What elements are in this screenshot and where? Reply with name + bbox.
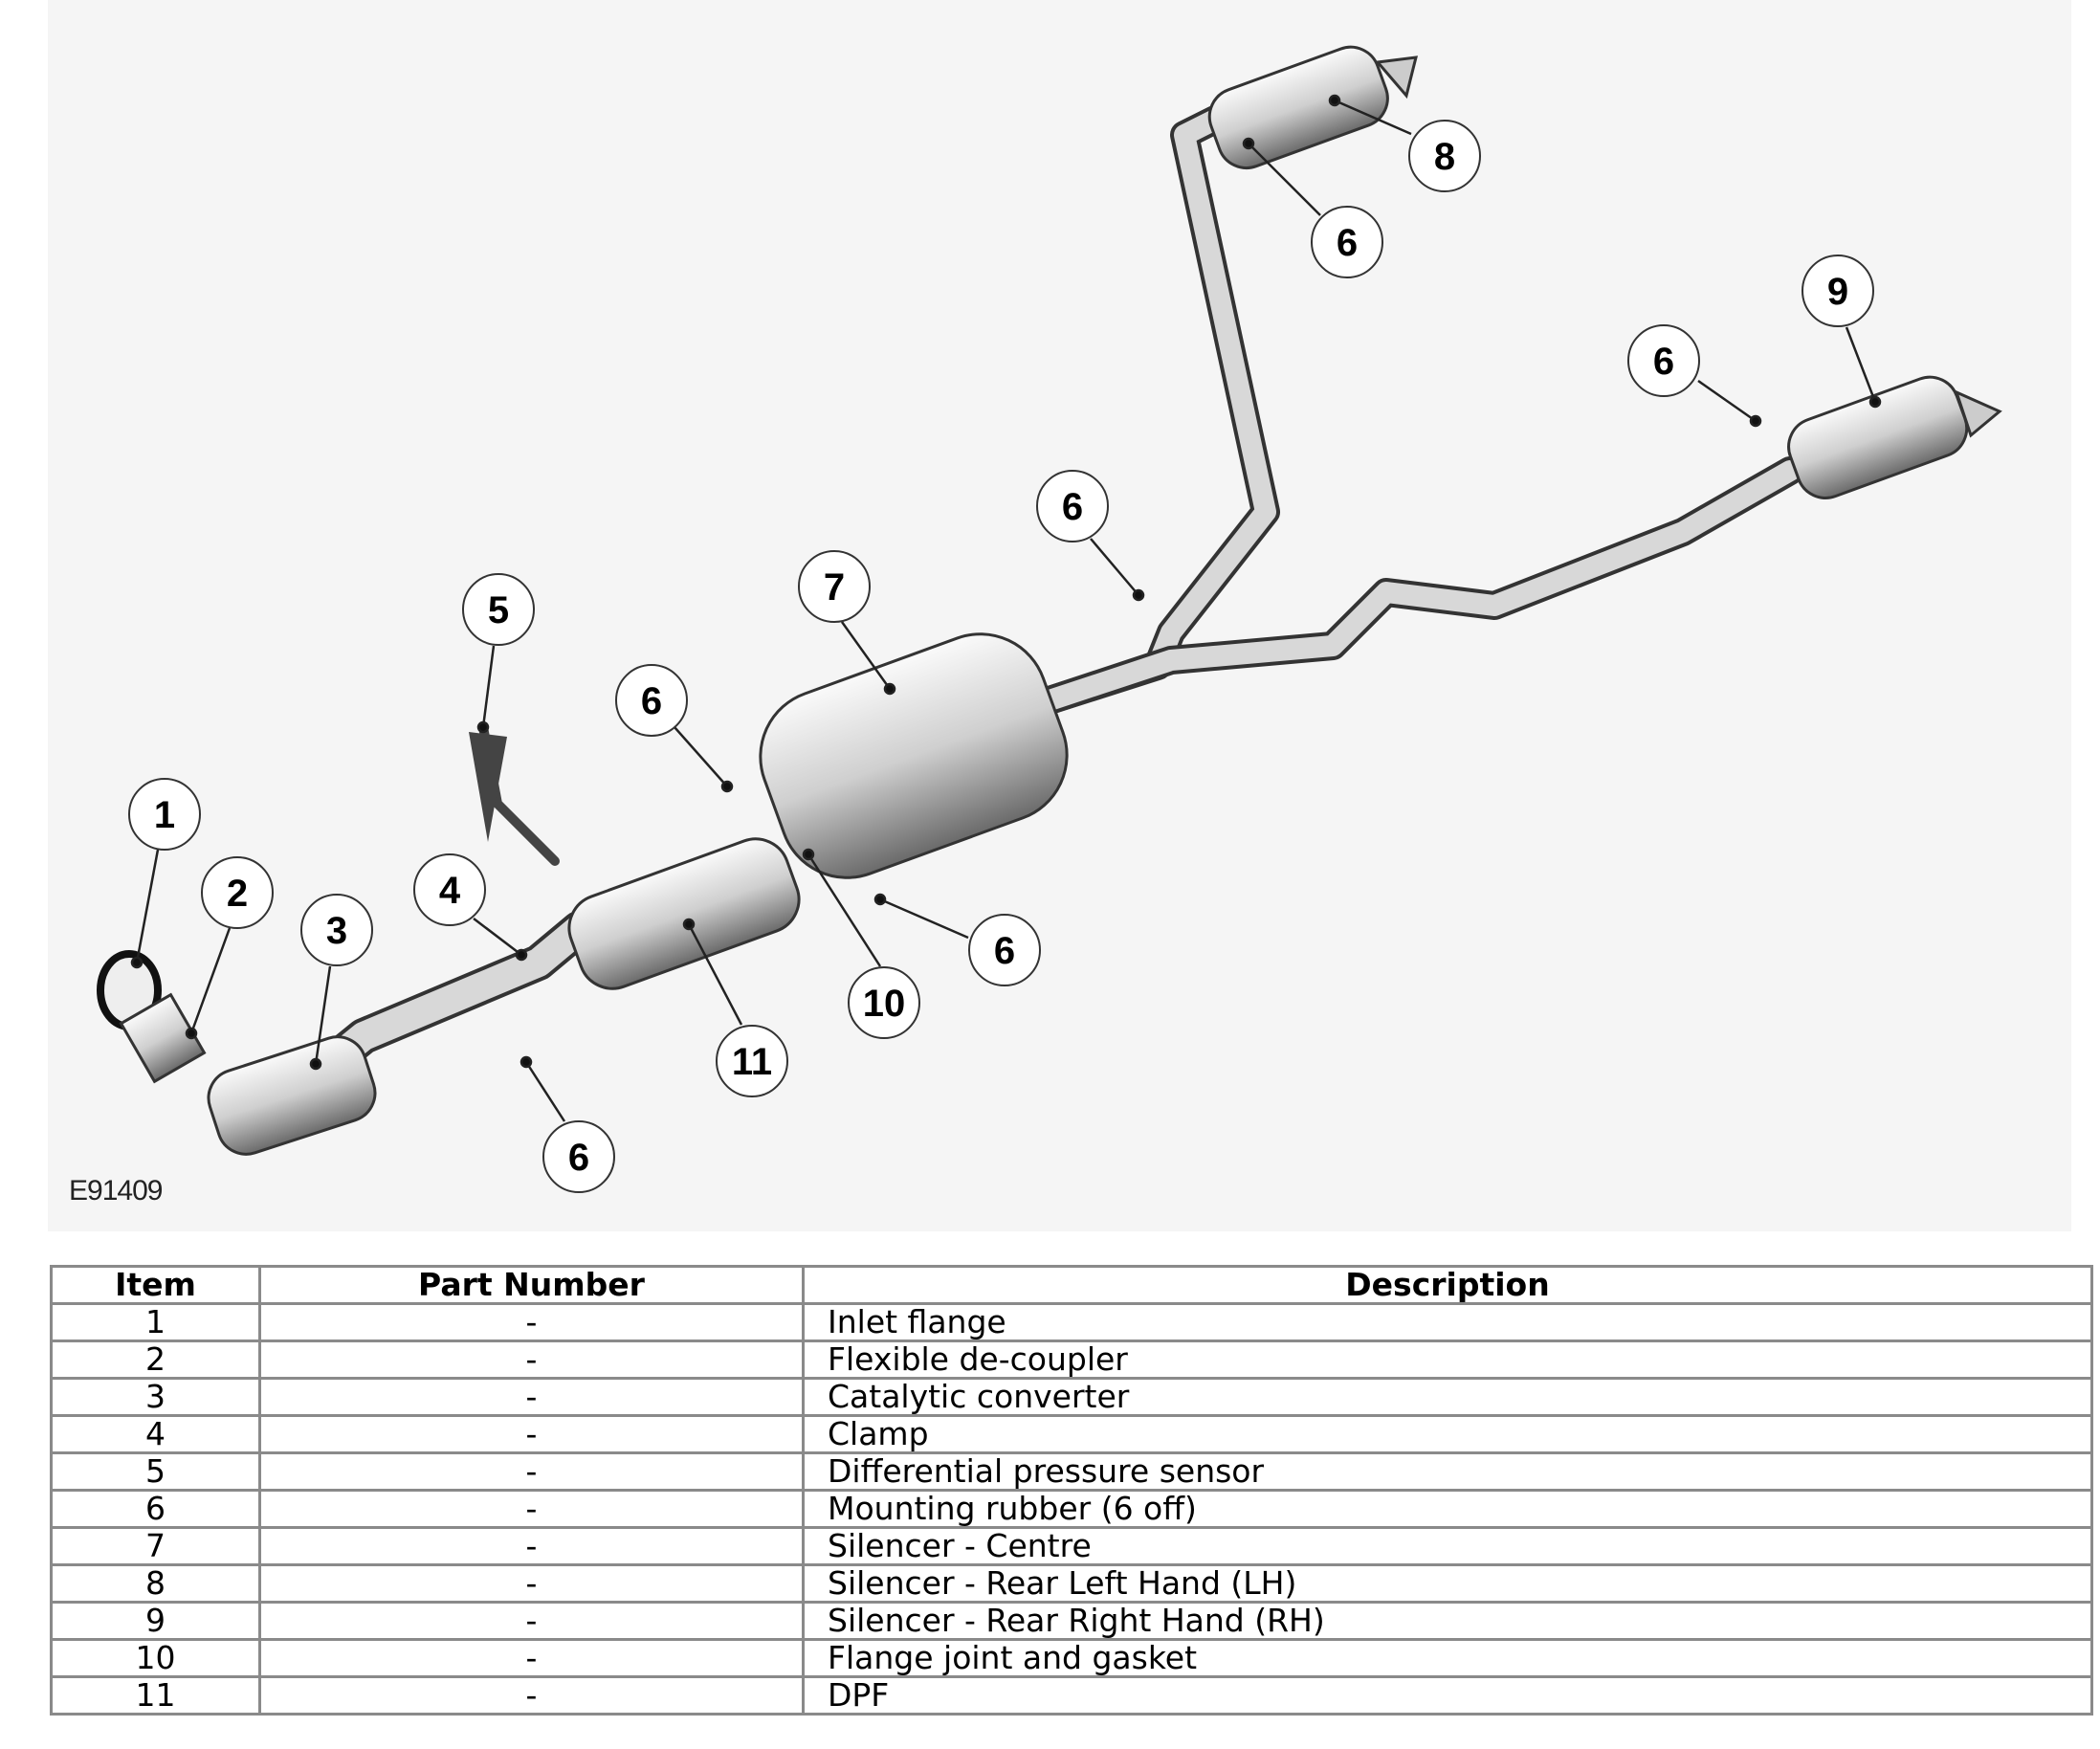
part-number-cell: - (258, 1377, 805, 1417)
callout-10: 10 (848, 966, 920, 1039)
description-cell: Clamp (802, 1414, 2093, 1454)
table-row: 6-Mounting rubber (6 off) (50, 1489, 2093, 1529)
callout-7: 7 (798, 550, 871, 623)
table-row: 2-Flexible de-coupler (50, 1339, 2093, 1380)
svg-text:10: 10 (863, 983, 906, 1025)
svg-text:3: 3 (326, 910, 347, 952)
svg-text:6: 6 (1653, 341, 1674, 383)
item-cell: 10 (50, 1638, 261, 1678)
callout-6: 6 (1311, 206, 1383, 278)
callout-6: 6 (542, 1120, 615, 1193)
callout-6: 6 (615, 664, 688, 737)
table-row: 8-Silencer - Rear Left Hand (LH) (50, 1563, 2093, 1604)
table-row: 9-Silencer - Rear Right Hand (RH) (50, 1601, 2093, 1641)
description-cell: Flexible de-coupler (802, 1339, 2093, 1380)
part-number-cell: - (258, 1489, 805, 1529)
svg-text:6: 6 (1337, 222, 1358, 264)
figure-id: E91409 (69, 1175, 163, 1207)
callout-6: 6 (1627, 324, 1700, 397)
part-number-cell: - (258, 1601, 805, 1641)
description-cell: Inlet flange (802, 1302, 2093, 1342)
description-cell: Mounting rubber (6 off) (802, 1489, 2093, 1529)
description-cell: Catalytic converter (802, 1377, 2093, 1417)
table-row: 3-Catalytic converter (50, 1377, 2093, 1417)
part-number-cell: - (258, 1414, 805, 1454)
svg-text:6: 6 (1062, 486, 1083, 528)
part-number-cell: - (258, 1451, 805, 1492)
item-cell: 7 (50, 1526, 261, 1566)
table-header-row: Item Part Number Description (50, 1265, 2093, 1305)
header-description: Description (802, 1265, 2093, 1305)
table-row: 7-Silencer - Centre (50, 1526, 2093, 1566)
table-row: 10-Flange joint and gasket (50, 1638, 2093, 1678)
part-number-cell: - (258, 1526, 805, 1566)
part-number-cell: - (258, 1675, 805, 1716)
header-part-number: Part Number (258, 1265, 805, 1305)
description-cell: Silencer - Rear Right Hand (RH) (802, 1601, 2093, 1641)
callout-8: 8 (1408, 120, 1481, 192)
svg-text:2: 2 (227, 873, 248, 915)
item-cell: 4 (50, 1414, 261, 1454)
item-cell: 9 (50, 1601, 261, 1641)
description-cell: Silencer - Rear Left Hand (LH) (802, 1563, 2093, 1604)
item-cell: 6 (50, 1489, 261, 1529)
callout-5: 5 (462, 573, 535, 646)
item-cell: 5 (50, 1451, 261, 1492)
callout-11: 11 (716, 1025, 788, 1097)
item-cell: 11 (50, 1675, 261, 1716)
svg-text:6: 6 (568, 1137, 589, 1179)
item-cell: 2 (50, 1339, 261, 1380)
item-cell: 8 (50, 1563, 261, 1604)
item-cell: 1 (50, 1302, 261, 1342)
callout-3: 3 (300, 894, 373, 966)
table-row: 4-Clamp (50, 1414, 2093, 1454)
svg-text:4: 4 (439, 870, 461, 912)
item-cell: 3 (50, 1377, 261, 1417)
callout-layer: 1 2 3 4 5 6 7 6 8 6 9 6 6 10 11 6 (128, 120, 1874, 1193)
callout-4: 4 (413, 853, 486, 926)
callout-2: 2 (201, 856, 274, 929)
table-row: 5-Differential pressure sensor (50, 1451, 2093, 1492)
svg-text:11: 11 (732, 1041, 772, 1083)
svg-text:6: 6 (641, 680, 662, 722)
parts-table: Item Part Number Description 1-Inlet fla… (50, 1265, 2093, 1716)
svg-text:8: 8 (1434, 136, 1455, 178)
exhaust-illustration (97, 45, 2002, 1156)
svg-text:1: 1 (154, 794, 175, 836)
table-row: 1-Inlet flange (50, 1302, 2093, 1342)
svg-text:9: 9 (1827, 271, 1848, 313)
table-row: 11-DPF (50, 1675, 2093, 1716)
callout-1: 1 (128, 778, 201, 851)
callout-9: 9 (1802, 255, 1874, 327)
callout-6: 6 (1036, 470, 1109, 542)
part-number-cell: - (258, 1638, 805, 1678)
svg-text:7: 7 (824, 566, 845, 609)
svg-text:5: 5 (488, 589, 509, 631)
header-item: Item (50, 1265, 261, 1305)
part-number-cell: - (258, 1302, 805, 1342)
description-cell: Silencer - Centre (802, 1526, 2093, 1566)
exhaust-system-diagram: 1 2 3 4 5 6 7 6 8 6 9 6 6 10 11 6 E91409 (48, 0, 2071, 1231)
description-cell: Flange joint and gasket (802, 1638, 2093, 1678)
svg-text:6: 6 (994, 930, 1015, 972)
part-number-cell: - (258, 1339, 805, 1380)
callout-6: 6 (968, 914, 1041, 986)
part-number-cell: - (258, 1563, 805, 1604)
description-cell: Differential pressure sensor (802, 1451, 2093, 1492)
description-cell: DPF (802, 1675, 2093, 1716)
